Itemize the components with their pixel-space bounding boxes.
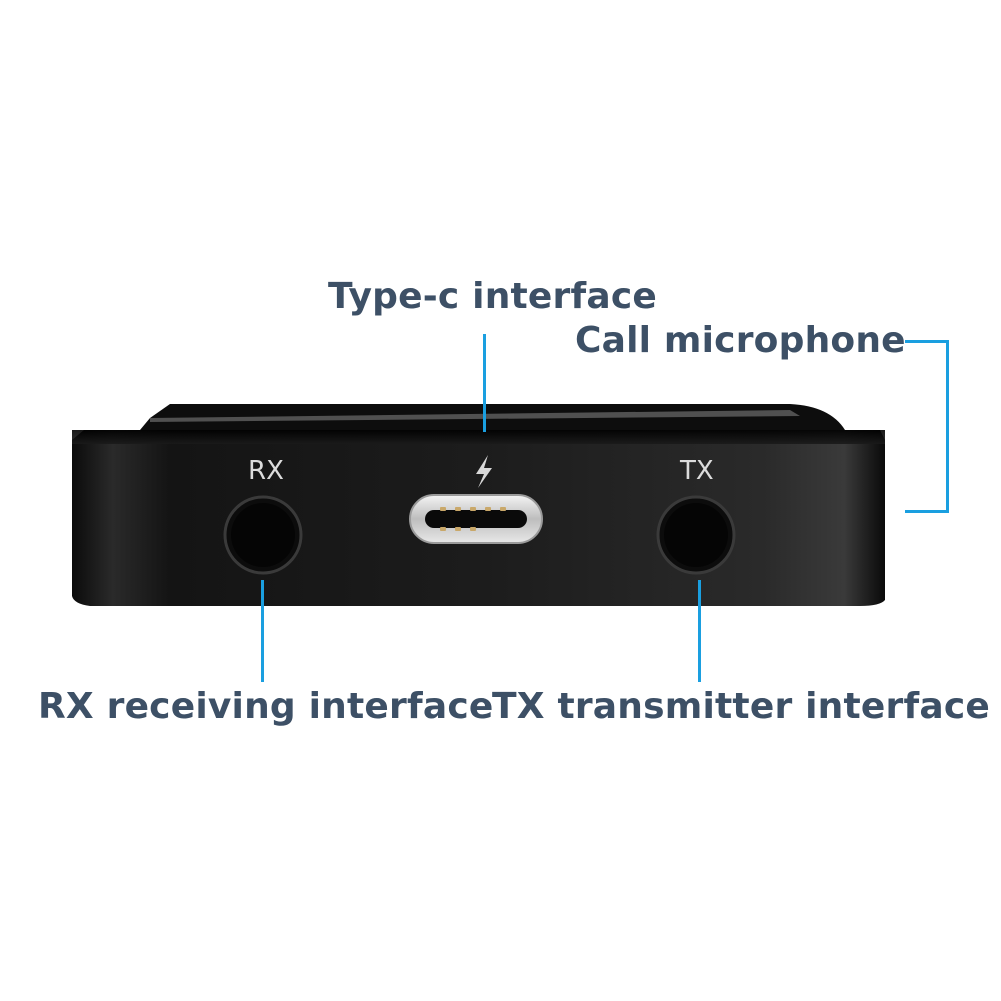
- tx-port-label: TX: [680, 456, 714, 486]
- rx-receiving-interface-label: RX receiving interface: [38, 686, 494, 727]
- rx-leader-line: [261, 580, 264, 682]
- tx-transmitter-interface-label: TX transmitter interface: [492, 686, 990, 727]
- type-c-interface-label: Type-c interface: [328, 276, 658, 317]
- call-microphone-label: Call microphone: [575, 320, 906, 361]
- call-mic-leader-line-vertical: [946, 340, 949, 512]
- call-mic-leader-line-bottom: [905, 510, 949, 513]
- lightning-bolt-icon: [476, 455, 492, 488]
- call-mic-leader-line-top: [905, 340, 949, 343]
- rx-port-label: RX: [248, 456, 284, 486]
- type-c-leader-line: [483, 334, 486, 432]
- tx-leader-line: [698, 580, 701, 682]
- device-top-lid: [140, 404, 845, 430]
